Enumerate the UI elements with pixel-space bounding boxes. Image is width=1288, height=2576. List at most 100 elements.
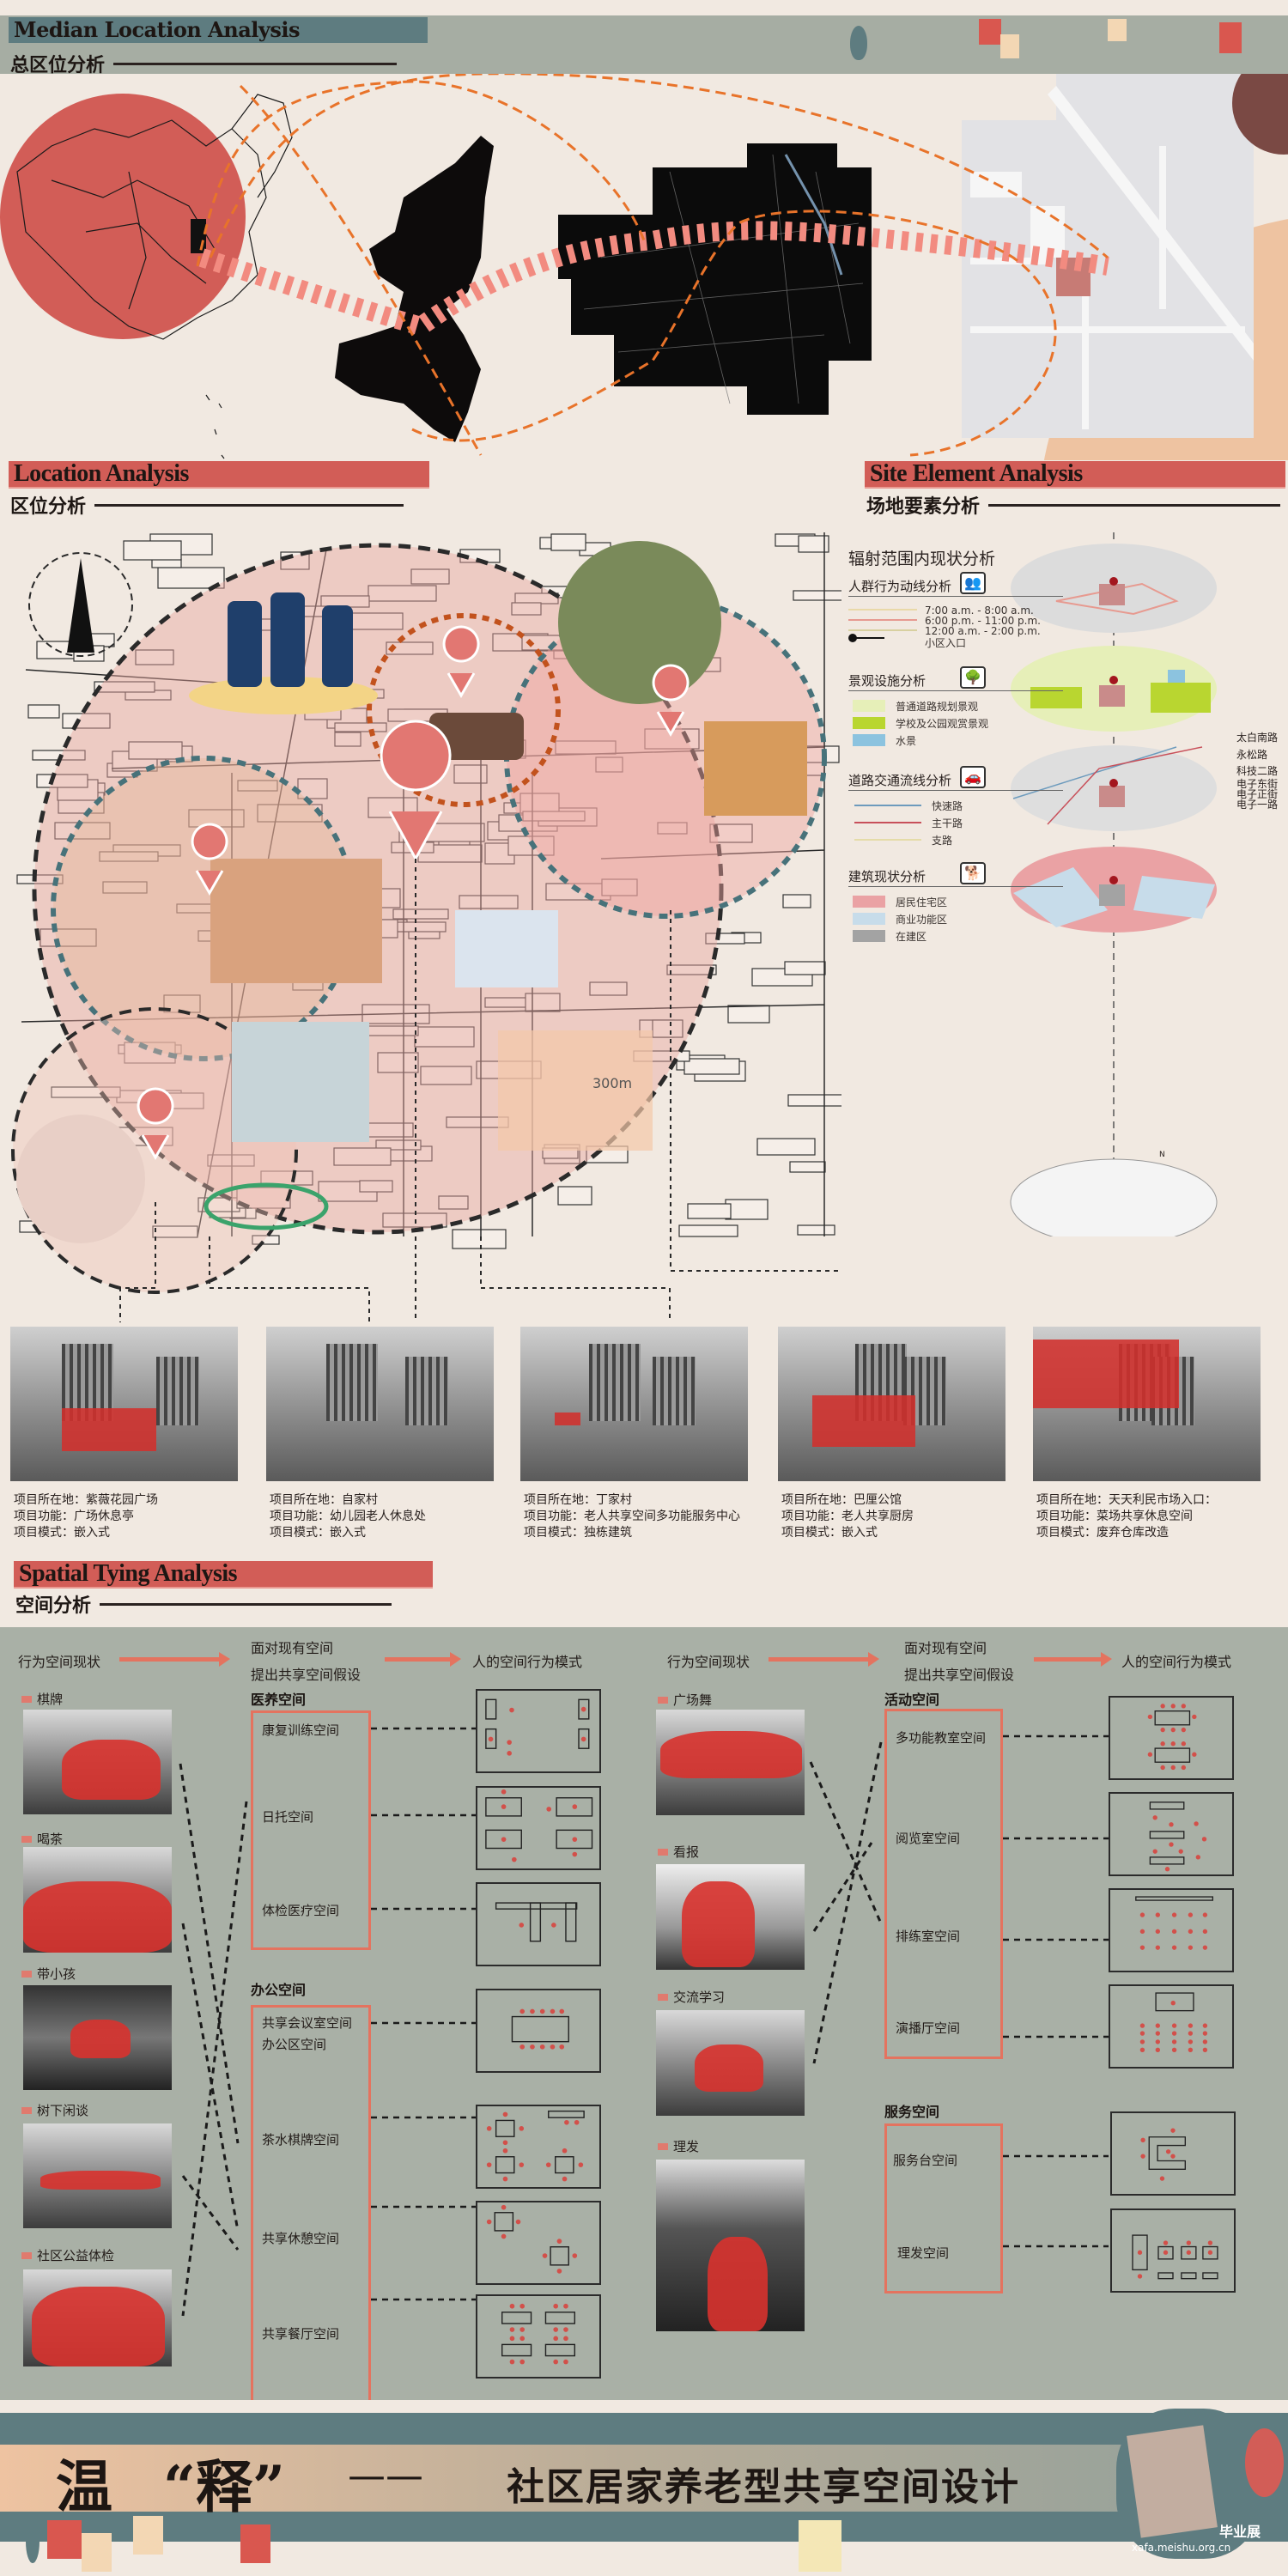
person-dot bbox=[1171, 2031, 1177, 2036]
behavior-photo-chat bbox=[23, 2123, 172, 2228]
orange-circle-tea bbox=[367, 613, 561, 807]
orange-dash-curves bbox=[196, 74, 1109, 457]
building-block bbox=[102, 881, 148, 894]
road-label: 电子正街 bbox=[1236, 788, 1279, 800]
flow-step3: 人的空间行为模式 bbox=[472, 1654, 583, 1670]
person-dot bbox=[1139, 2047, 1145, 2052]
location-map bbox=[11, 532, 841, 1322]
median-location-subtitle: 总区位分析 bbox=[10, 50, 398, 77]
legend-label: 在建区 bbox=[896, 931, 927, 943]
project-caption: 项目所在地：丁家村 项目功能：老人共享空间多功能服务中心 项目模式：独栋建筑 bbox=[524, 1492, 756, 1541]
diagram-meeting bbox=[476, 1989, 601, 2073]
person-dot bbox=[1188, 1912, 1194, 1917]
building-block bbox=[377, 1052, 419, 1073]
province-highlight bbox=[191, 219, 206, 253]
tree-dog-icon: 🐕 bbox=[960, 862, 986, 884]
person-dot bbox=[1202, 1945, 1208, 1950]
person-dot bbox=[1188, 2031, 1194, 2036]
behavior-label: 社区公益体检 bbox=[21, 2246, 114, 2264]
flow-step2a: 面对现有空间 bbox=[251, 1640, 334, 1656]
behavior-label: 看报 bbox=[658, 1843, 699, 1861]
person-dot bbox=[1171, 1945, 1177, 1950]
space-item: 办公区空间 bbox=[262, 2037, 327, 2052]
person-dot bbox=[1188, 2047, 1194, 2052]
behavior-label: 理发 bbox=[658, 2137, 699, 2155]
logo-text: 毕业展 bbox=[1219, 2524, 1261, 2540]
person-dot bbox=[1188, 2023, 1194, 2028]
person-dot bbox=[1171, 2039, 1177, 2044]
building-block bbox=[657, 822, 688, 835]
building-block bbox=[784, 961, 826, 975]
site-element-subtitle: 场地要素分析 bbox=[866, 491, 1281, 519]
project-mode: 项目模式：废弃仓库改造 bbox=[1036, 1526, 1169, 1540]
project-function: 项目功能：老人共享空间多功能服务中心 bbox=[524, 1510, 740, 1523]
project-mode: 项目模式：嵌入式 bbox=[14, 1526, 110, 1540]
house-icon bbox=[979, 19, 1001, 45]
building-block bbox=[453, 764, 488, 784]
behavior-photo-study bbox=[656, 2010, 805, 2116]
building-block bbox=[36, 774, 88, 788]
person-dot bbox=[1171, 2023, 1177, 2028]
legend-line bbox=[848, 629, 917, 631]
diagram-classroom bbox=[1109, 1696, 1234, 1780]
logo-red-dot bbox=[1245, 2428, 1284, 2497]
project-caption: 项目所在地：天天利民市场入口： 项目功能：菜场共享休息空间 项目模式：废弃仓库改… bbox=[1036, 1492, 1268, 1541]
legend-swatch bbox=[853, 913, 885, 925]
divider bbox=[988, 503, 1281, 507]
person-dot bbox=[1155, 1912, 1161, 1917]
building-block bbox=[207, 1154, 255, 1167]
building-block bbox=[709, 823, 753, 843]
house-icon bbox=[82, 2533, 112, 2572]
diagram-daycare bbox=[476, 1786, 601, 1870]
title-strip bbox=[0, 2445, 1133, 2512]
building-block bbox=[16, 874, 64, 884]
person-dot bbox=[1171, 1929, 1177, 1935]
north-arrow-circle bbox=[28, 552, 133, 657]
exercise-elder-photo bbox=[232, 1022, 369, 1142]
logo-url: xafa.meishu.org.cn bbox=[1132, 2542, 1231, 2554]
space-item: 演播厅空间 bbox=[896, 2020, 961, 2036]
behavior-label: 广场舞 bbox=[658, 1691, 712, 1709]
legend-line bbox=[854, 805, 921, 806]
title-dash: —— bbox=[348, 2454, 423, 2498]
hula-hoop-illustration bbox=[204, 1182, 329, 1230]
legend-label: 6:00 p.m. - 11:00 p.m. bbox=[925, 615, 1041, 627]
road-label: 电子一路 bbox=[1236, 799, 1279, 811]
person-dot bbox=[1171, 2047, 1177, 2052]
building-block bbox=[420, 1066, 472, 1085]
building-block bbox=[359, 1180, 393, 1193]
project-mode: 项目模式：嵌入式 bbox=[781, 1526, 878, 1540]
building-block bbox=[601, 878, 638, 896]
project-site-highlight bbox=[1033, 1340, 1179, 1408]
road-label: 太白南路 bbox=[1236, 732, 1279, 744]
group-title: 活动空间 bbox=[884, 1692, 940, 1708]
group-title: 服务空间 bbox=[884, 2104, 940, 2120]
median-location-maps bbox=[0, 74, 1288, 460]
building-block bbox=[334, 732, 361, 747]
layer-roads bbox=[1011, 745, 1217, 831]
project-caption: 项目所在地：紫薇花园广场 项目功能：广场休息亭 项目模式：嵌入式 bbox=[14, 1492, 246, 1541]
behavior-label: 交流学习 bbox=[658, 1988, 725, 2006]
space-item: 茶水棋牌空间 bbox=[262, 2132, 340, 2148]
legend-label: 小区入口 bbox=[925, 637, 967, 649]
house-icon bbox=[240, 2524, 270, 2563]
layer-title: 道路交通流线分析 bbox=[848, 773, 952, 788]
go-board-illustration bbox=[704, 721, 807, 816]
layer-title: 景观设施分析 bbox=[848, 673, 927, 689]
person-dot bbox=[1139, 1945, 1145, 1950]
legend-swatch bbox=[853, 930, 885, 942]
person-dot bbox=[1202, 2039, 1208, 2044]
project-photo bbox=[1033, 1327, 1261, 1481]
person-dot bbox=[1139, 2039, 1145, 2044]
person-dot bbox=[1155, 2047, 1161, 2052]
person-dot bbox=[1155, 2023, 1161, 2028]
north-arrow-icon bbox=[67, 558, 94, 653]
building-block bbox=[705, 933, 745, 945]
building-block bbox=[124, 1042, 176, 1064]
entrance-marker-icon bbox=[848, 634, 884, 642]
building-block bbox=[39, 928, 97, 947]
building-block bbox=[128, 741, 183, 760]
space-item: 理发空间 bbox=[897, 2245, 950, 2261]
flow-step2a: 面对现有空间 bbox=[904, 1640, 987, 1656]
building-block bbox=[511, 602, 542, 616]
